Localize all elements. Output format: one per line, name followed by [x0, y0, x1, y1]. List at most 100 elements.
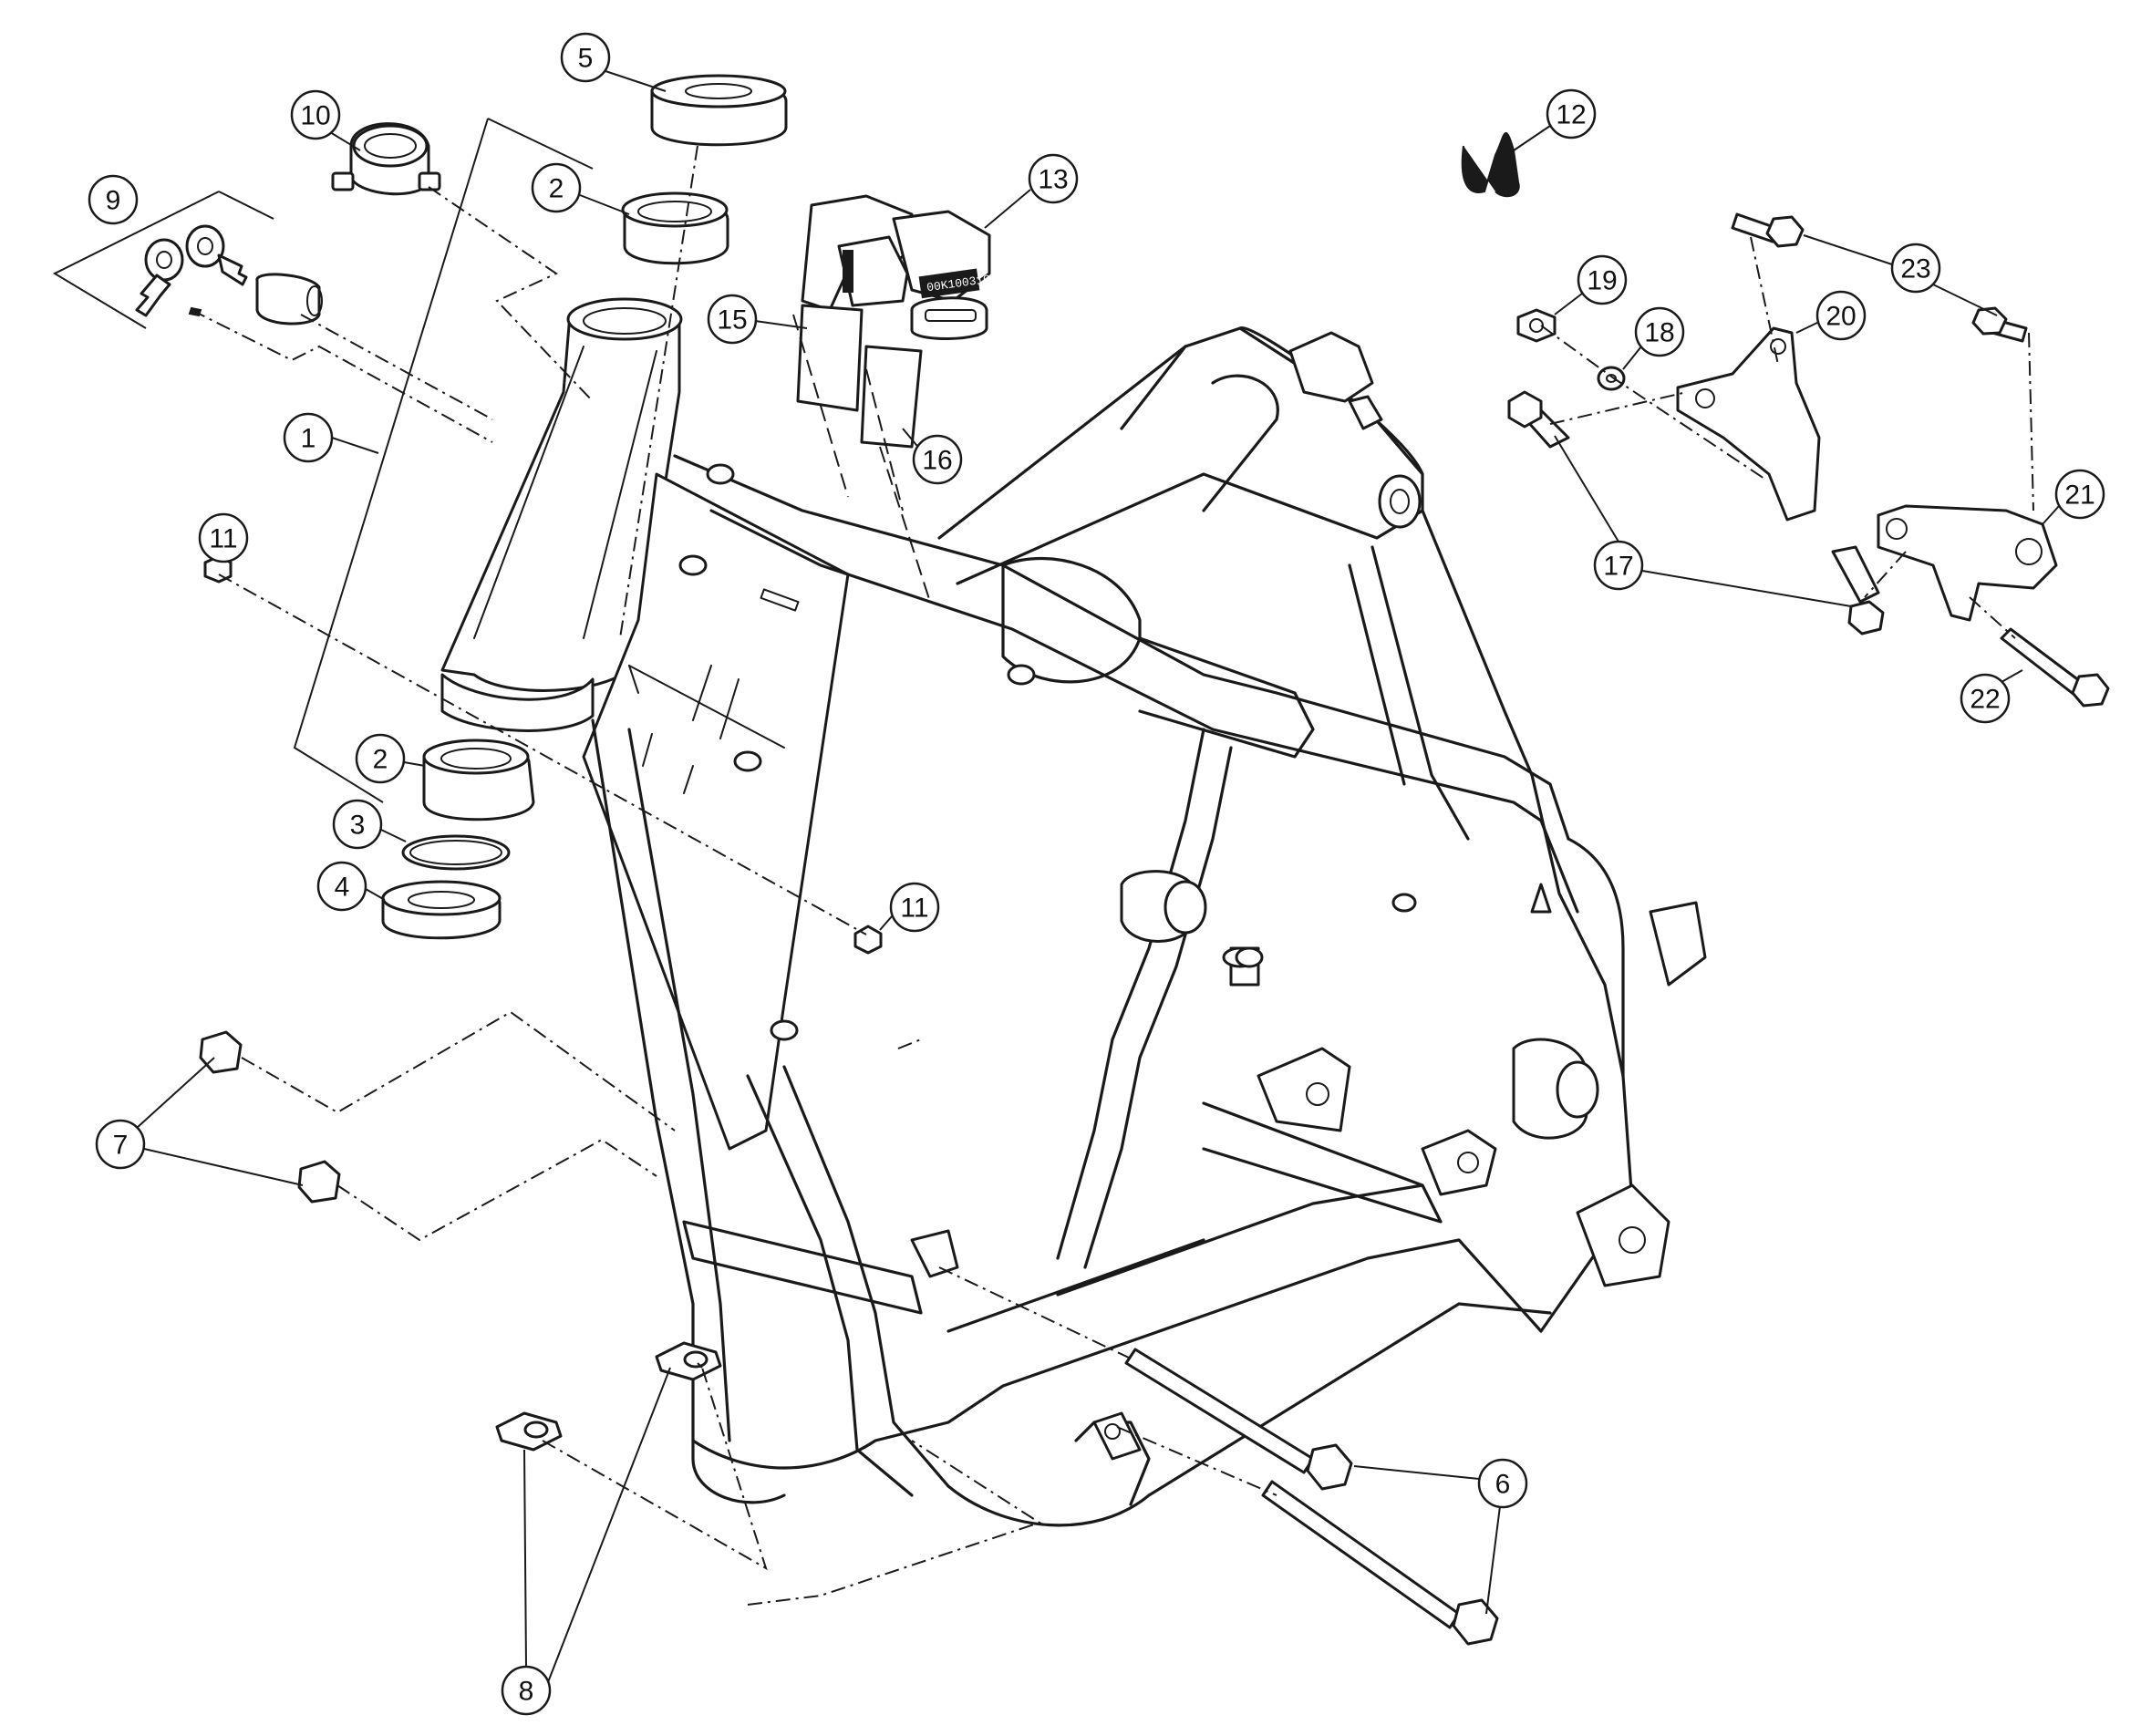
callout-leader-line — [143, 1148, 304, 1186]
spring-clips-part — [495, 1341, 722, 1452]
lower-seal-part — [381, 880, 502, 940]
callout-11: 11 — [889, 882, 940, 933]
callout-circle — [1960, 673, 2011, 724]
upper-bearing-part — [621, 191, 729, 265]
callout-leader-line — [605, 70, 667, 92]
callout-circle — [198, 512, 249, 563]
callout-circle — [501, 1665, 552, 1716]
relay-holder-part: 00K1003100 — [801, 194, 998, 340]
callout-circle — [560, 32, 611, 83]
callout-number: 18 — [1644, 318, 1674, 348]
callout-number: 4 — [335, 873, 350, 903]
callout-leader-line — [1795, 321, 1820, 334]
callout-6: 6 — [1477, 1458, 1528, 1509]
callout-circle — [1028, 153, 1079, 204]
callout-leader-line — [1513, 125, 1551, 151]
callout-number: 7 — [113, 1131, 129, 1161]
callout-leader-line — [1641, 570, 1852, 607]
callout-leader-line — [1932, 284, 1998, 316]
callout-leader-line — [579, 194, 630, 215]
callout-22: 22 — [1960, 673, 2011, 724]
callout-number: 11 — [900, 894, 928, 924]
callout-number: 6 — [1495, 1470, 1511, 1500]
callout-leader-line — [2001, 669, 2023, 683]
callout-leader-line — [365, 888, 386, 901]
callout-15: 15 — [707, 294, 758, 345]
callout-circle — [1546, 88, 1597, 140]
callout-number: 21 — [2064, 480, 2094, 511]
loose-parts: 00K1003100 — [135, 74, 2110, 1646]
callout-leader-line — [1803, 234, 1893, 265]
callout-circle — [1815, 290, 1867, 341]
callout-leader-line — [879, 915, 893, 931]
callout-7: 7 — [95, 1119, 146, 1170]
callout-circle — [531, 162, 582, 213]
callout-9: 9 — [88, 174, 139, 225]
callout-leader-line — [1554, 293, 1583, 315]
callout-number: 17 — [1603, 552, 1633, 582]
callout-3: 3 — [332, 799, 383, 850]
callout-13: 13 — [1028, 153, 1079, 204]
callout-number: 23 — [1900, 254, 1930, 284]
o-ring-part — [401, 834, 511, 871]
callout-leader-line — [984, 189, 1031, 229]
callout-16: 16 — [912, 434, 963, 485]
callout-circle — [889, 882, 940, 933]
assembly-lines — [191, 145, 2034, 1606]
callout-circle — [283, 412, 334, 463]
callout-leader-line — [380, 829, 407, 842]
callout-5: 5 — [560, 32, 611, 83]
rubber-sleeves-part — [796, 304, 923, 449]
motorcycle-frame — [440, 297, 1707, 1527]
lock-clamp-part — [331, 122, 441, 196]
long-bolts-part — [1731, 212, 2110, 708]
callout-number: 2 — [373, 745, 388, 775]
hex-nuts-part — [199, 1030, 341, 1204]
callout-number: 8 — [519, 1677, 534, 1707]
keys-and-lock-part — [135, 224, 323, 326]
callout-number: 19 — [1587, 266, 1617, 296]
callout-17: 17 — [1593, 540, 1644, 591]
callout-number: 2 — [549, 174, 564, 204]
callout-leader-line — [1622, 346, 1642, 370]
upper-bracket-part — [1676, 326, 1821, 522]
callout-circle — [1890, 243, 1941, 294]
callout-4: 4 — [316, 861, 367, 912]
callout-number: 11 — [209, 524, 237, 554]
callout-leader-line — [547, 1367, 671, 1683]
callout-leader-line — [136, 1057, 215, 1129]
callout-23: 23 — [1890, 243, 1941, 294]
callout-20: 20 — [1815, 290, 1867, 341]
callout-circle — [316, 861, 367, 912]
callout-number: 15 — [717, 305, 747, 336]
callout-leader-line — [331, 437, 379, 454]
callout-18: 18 — [1634, 306, 1685, 357]
callout-leader-line — [2042, 505, 2060, 525]
callout-circle — [290, 89, 341, 140]
callout-circle — [2054, 469, 2105, 520]
callout-circle — [1577, 254, 1628, 305]
callout-leader-line — [754, 320, 808, 329]
callout-leader-line — [523, 1449, 527, 1668]
callout-10: 10 — [290, 89, 341, 140]
callout-leader-line — [1554, 435, 1619, 542]
callout-number: 22 — [1970, 685, 2000, 715]
callout-circle — [1477, 1458, 1528, 1509]
callout-leader-line — [403, 761, 426, 767]
callout-leader-line — [1485, 1505, 1501, 1615]
callout-leader-line — [329, 131, 361, 151]
callout-11: 11 — [198, 512, 249, 563]
cable-tie-part — [1461, 132, 1520, 198]
callout-number: 20 — [1826, 302, 1856, 332]
callout-circle — [1634, 306, 1685, 357]
callout-number: 10 — [300, 101, 330, 131]
callout-circle — [1593, 540, 1644, 591]
callout-19: 19 — [1577, 254, 1628, 305]
callout-circle — [912, 434, 963, 485]
nut-washer-part — [1516, 308, 1626, 391]
callout-2: 2 — [355, 733, 406, 784]
callout-12: 12 — [1546, 88, 1597, 140]
lower-bearing-part — [422, 739, 535, 822]
